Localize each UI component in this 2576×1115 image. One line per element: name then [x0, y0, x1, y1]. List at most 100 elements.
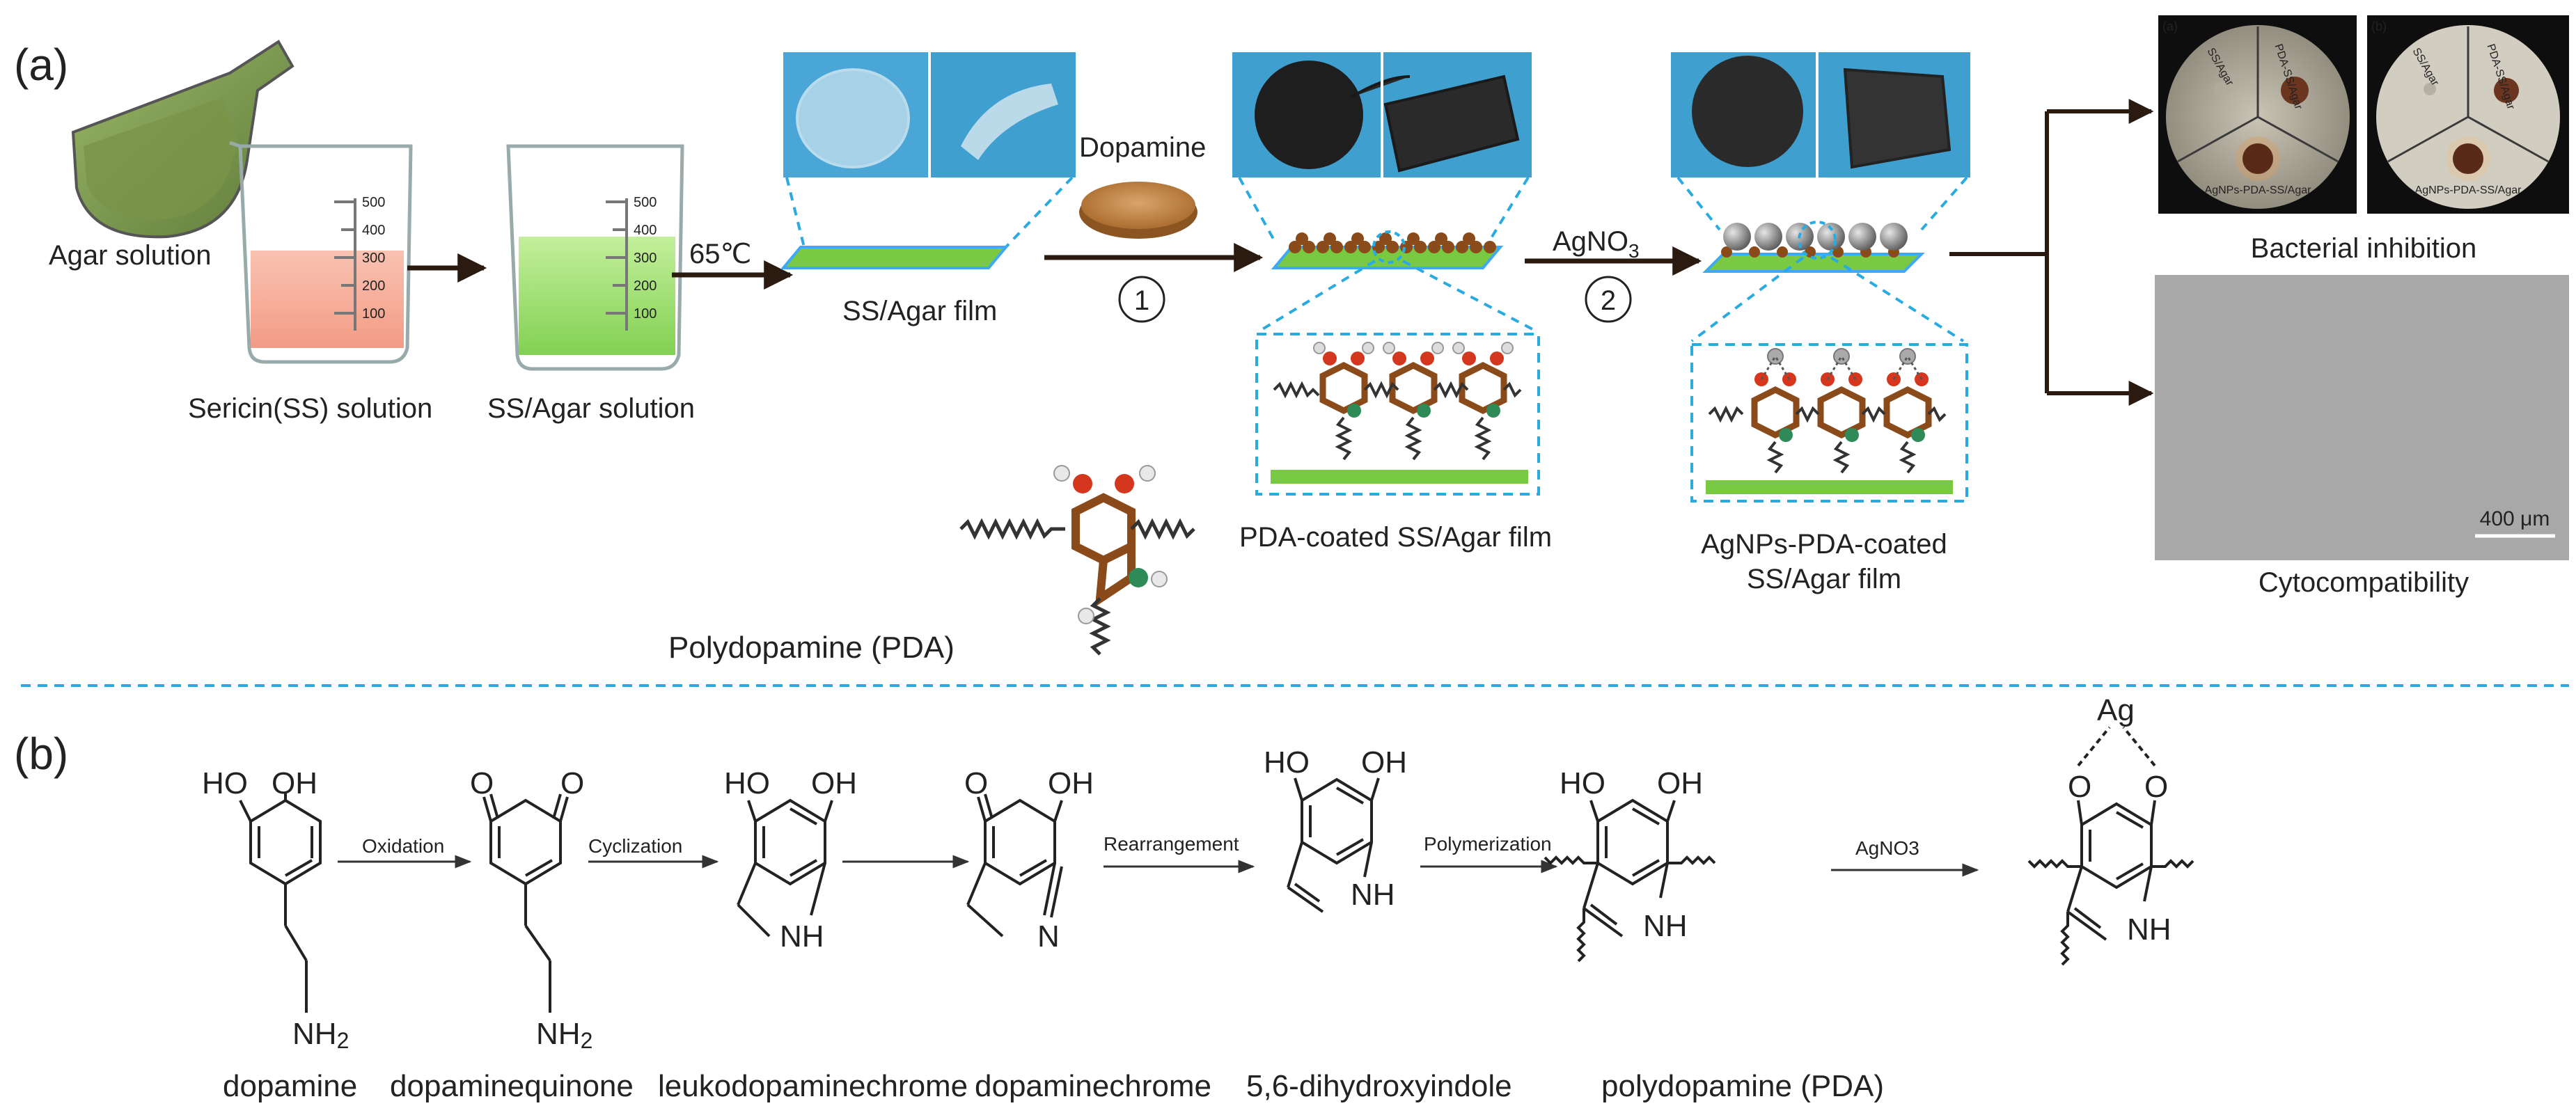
quinone-nh2: NH2	[536, 1017, 592, 1053]
beaker2-tick-500: 500	[634, 195, 657, 210]
quinone-o1: O	[470, 766, 494, 800]
dhi-nh: NH	[1351, 878, 1395, 912]
ss-agar-beaker-icon: 500 400 300 200 100	[506, 144, 684, 371]
step1-number: 1	[1134, 285, 1149, 316]
temperature-label: 65℃	[689, 239, 751, 269]
petri-dish-a: (a) SS/Agar PDA-SS/Agar AgNPs-PDA-SS/Aga…	[2158, 15, 2357, 214]
panel-a-tag: (a)	[14, 40, 68, 90]
agnps-film-icon	[1702, 221, 1925, 273]
agnps-molecule-zoom	[1690, 343, 1968, 503]
step-agno3: AgNO3	[1855, 837, 1919, 859]
ss-agar-solution-label: SS/Agar solution	[487, 393, 695, 424]
agnps-film-label-1: AgNPs-PDA-coated	[1701, 529, 1947, 560]
ag-nh: NH	[2127, 912, 2171, 947]
agar-flask-icon	[71, 40, 294, 239]
pda-film-photo	[1232, 52, 1532, 177]
agno3-label: AgNO3	[1553, 226, 1640, 262]
step-rearrangement: Rearrangement	[1104, 833, 1239, 855]
pda-molecule-zoom	[1255, 333, 1540, 496]
cytocompatibility-label: Cytocompatibility	[2259, 567, 2469, 598]
beaker1-tick-500: 500	[362, 195, 385, 210]
bacterial-inhibition-label: Bacterial inhibition	[2251, 233, 2477, 264]
zoom-line-left-3	[1676, 176, 1721, 231]
cytocompatibility-micrograph: 400 μm	[2155, 275, 2569, 560]
step2-number: 2	[1601, 285, 1616, 316]
sericin-beaker-icon: 500 400 300 200 100	[229, 141, 413, 364]
petri-a-sector3: AgNPs-PDA-SS/Agar	[2205, 184, 2312, 196]
petri-a-tag: (a)	[2162, 19, 2178, 33]
compound-leukodopaminechrome: leukodopaminechrome	[658, 1069, 968, 1103]
step1-circle	[1118, 276, 1165, 323]
ss-agar-film-icon	[780, 246, 1010, 269]
step-cyclization: Cyclization	[588, 835, 682, 857]
zoom-line-left-1	[785, 177, 806, 248]
compound-polydopamine: polydopamine (PDA)	[1601, 1069, 1884, 1103]
beaker1-tick-300: 300	[362, 251, 385, 266]
beaker2-tick-400: 400	[634, 223, 657, 238]
ss-agar-film-photo	[783, 52, 1076, 177]
leuko-nh: NH	[780, 919, 824, 954]
leuko-oh: OH	[811, 766, 857, 800]
compound-dopaminequinone: dopaminequinone	[390, 1069, 634, 1103]
dhi-oh: OH	[1361, 745, 1407, 780]
beaker2-tick-200: 200	[634, 278, 657, 294]
pda-nh: NH	[1643, 909, 1688, 943]
agnps-film-photo	[1671, 52, 1970, 177]
ag-o1: O	[2068, 770, 2091, 804]
agar-solution-label: Agar solution	[49, 240, 211, 271]
chrome-oh: OH	[1048, 766, 1094, 800]
branch-arrows	[1949, 99, 2154, 406]
zoom-line-ag-left	[1690, 256, 1805, 342]
structure-polydopamine	[1544, 798, 1716, 963]
scale-bar-label: 400 μm	[2480, 507, 2550, 530]
beaker2-tick-100: 100	[634, 306, 657, 322]
zoom-line-right-3	[1920, 176, 1968, 231]
structure-dopaminequinone	[482, 793, 569, 1013]
zoom-line-right-1	[1001, 176, 1074, 252]
structure-dopamine	[239, 793, 322, 1013]
polydopamine-label: Polydopamine (PDA)	[668, 631, 955, 665]
pda-film-label: PDA-coated SS/Agar film	[1239, 522, 1552, 553]
zoom-line-pda-right	[1402, 260, 1536, 332]
pda-coated-film-icon	[1271, 230, 1504, 269]
dopamine-oh: OH	[272, 766, 317, 800]
ag-o2: O	[2144, 770, 2168, 804]
panel-b-tag: (b)	[14, 729, 68, 779]
structure-dopaminechrome	[966, 793, 1063, 938]
dopamine-nh2: NH2	[292, 1017, 349, 1053]
structure-ag-complex	[2027, 726, 2194, 966]
dopamine-ho: HO	[202, 766, 248, 800]
petri-b-tag: (b)	[2371, 19, 2387, 33]
zoom-line-pda-left	[1259, 260, 1376, 332]
pda-ho: HO	[1560, 766, 1605, 800]
beaker1-tick-400: 400	[362, 223, 385, 238]
beaker1-tick-100: 100	[362, 306, 385, 322]
zoom-line-right-2	[1489, 176, 1530, 242]
ss-agar-film-label: SS/Agar film	[842, 296, 997, 326]
polydopamine-molecule-icon	[959, 465, 1195, 656]
dhi-ho: HO	[1264, 745, 1310, 780]
chrome-n: N	[1037, 919, 1060, 954]
petri-b-sector3: AgNPs-PDA-SS/Agar	[2415, 184, 2522, 196]
ag-atom: Ag	[2097, 693, 2135, 727]
pda-oh: OH	[1657, 766, 1703, 800]
leuko-ho: HO	[724, 766, 770, 800]
compound-dopamine: dopamine	[223, 1069, 357, 1103]
quinone-o2: O	[560, 766, 584, 800]
dopamine-dish-icon	[1079, 182, 1197, 239]
structure-dihydroxyindole	[1287, 777, 1380, 913]
step2-circle	[1585, 276, 1632, 323]
structure-leukodopaminechrome	[737, 798, 833, 938]
zoom-line-ag-right	[1830, 256, 1965, 342]
compound-dihydroxyindole: 5,6-dihydroxyindole	[1246, 1069, 1512, 1103]
step-oxidation: Oxidation	[362, 835, 444, 857]
dopamine-label: Dopamine	[1079, 132, 1206, 163]
sericin-solution-label: Sericin(SS) solution	[188, 393, 432, 424]
petri-dish-b: (b) SS/Agar PDA-SS/Agar AgNPs-PDA-SS/Aga…	[2367, 15, 2569, 214]
zoom-line-left-2	[1238, 177, 1275, 241]
compound-dopaminechrome: dopaminechrome	[975, 1069, 1211, 1103]
beaker1-tick-200: 200	[362, 278, 385, 294]
beaker2-tick-300: 300	[634, 251, 657, 266]
